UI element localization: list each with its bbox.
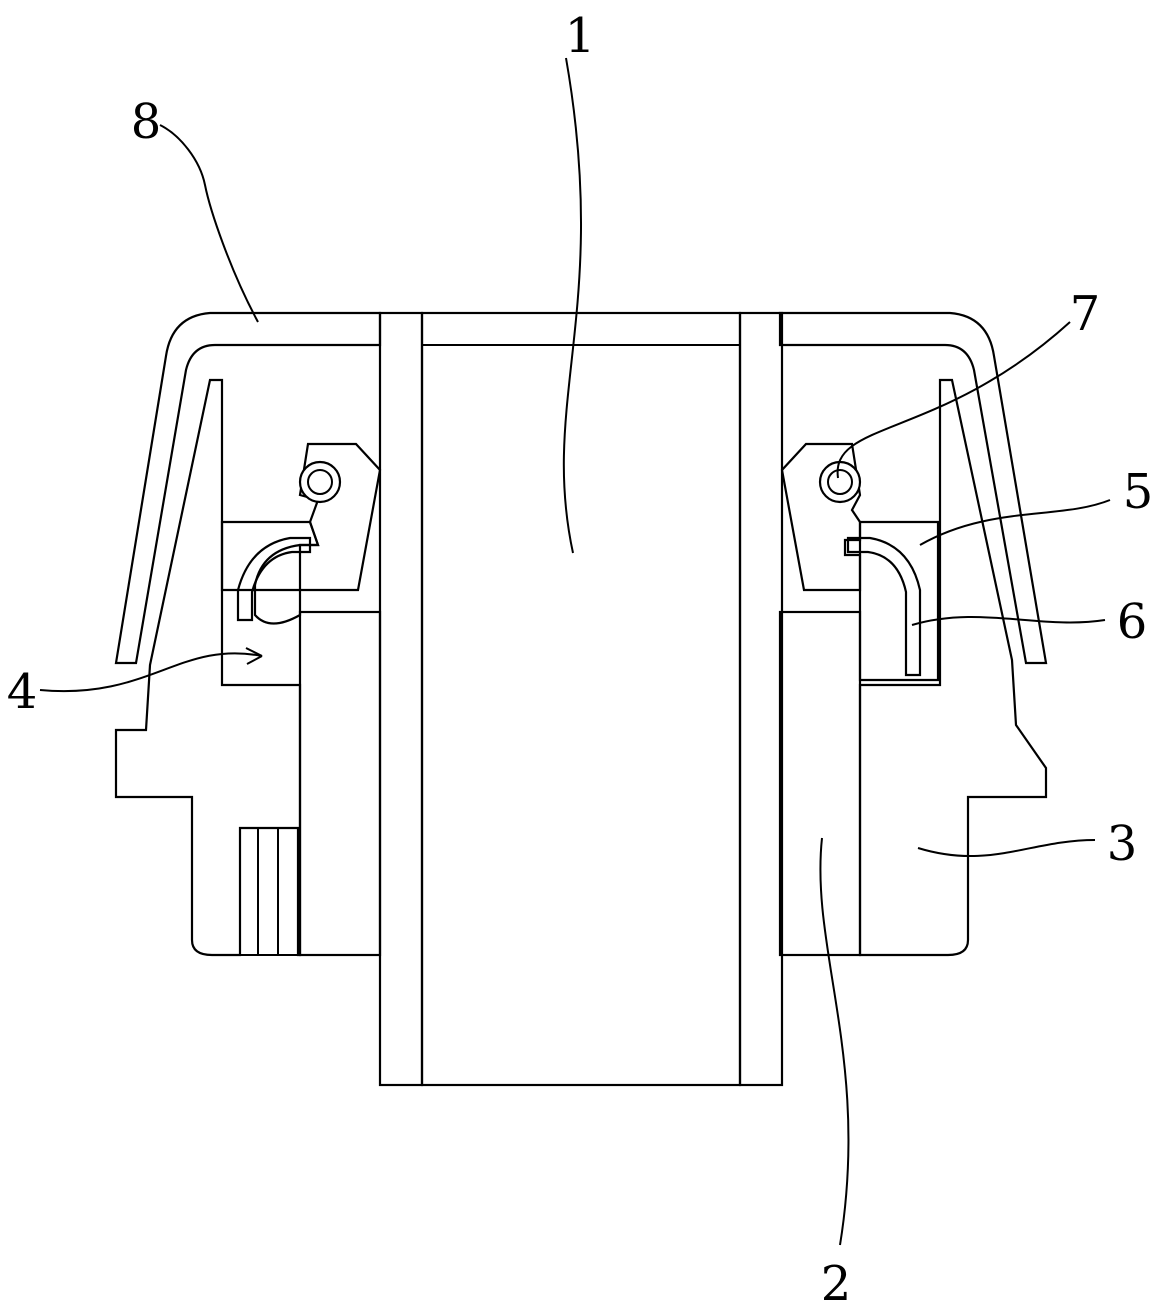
- bushing-part-right: [778, 610, 862, 957]
- label-4: 4: [7, 664, 38, 720]
- leader-4-arrow: [245, 647, 263, 665]
- bushing-part-left: [298, 610, 382, 957]
- label-2: 2: [821, 1256, 852, 1308]
- leader-2: [819, 837, 850, 1246]
- leader-3: [917, 839, 1096, 858]
- leader-7: [836, 321, 1071, 479]
- leader-1: [562, 57, 583, 554]
- shaft-part: [378, 311, 784, 1087]
- leader-8: [159, 124, 259, 323]
- seal-insert-right: [846, 536, 922, 677]
- cover-part: [114, 311, 1048, 665]
- label-6: 6: [1117, 594, 1148, 650]
- leader-5: [919, 499, 1111, 546]
- label-5: 5: [1123, 464, 1154, 520]
- leader-lines: [39, 57, 1111, 1246]
- spring-right: [818, 460, 862, 504]
- label-8: 8: [131, 94, 162, 150]
- label-1: 1: [565, 8, 596, 64]
- label-3: 3: [1107, 816, 1138, 872]
- leader-4: [39, 652, 263, 693]
- leader-6: [911, 616, 1106, 626]
- label-7: 7: [1070, 286, 1101, 342]
- reference-labels: 1 2 3 4 5 6 7 8: [7, 8, 1154, 1308]
- seal-insert-left: [236, 536, 312, 622]
- housing-part-right: [858, 378, 1048, 957]
- housing-part-left: [114, 378, 320, 957]
- spring-left: [298, 460, 342, 504]
